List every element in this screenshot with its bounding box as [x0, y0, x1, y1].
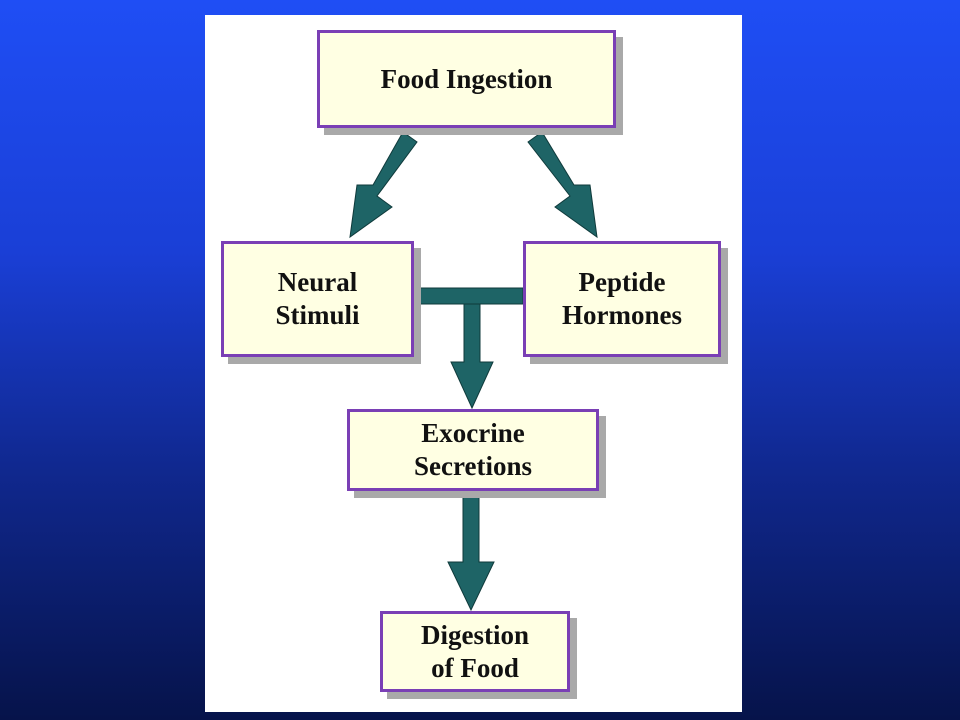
node-exocrine-secretions: Exocrine Secretions: [347, 409, 599, 491]
node-label: Peptide Hormones: [562, 267, 682, 330]
node-digestion-of-food: Digestion of Food: [380, 611, 570, 692]
arrow-junction-to-exocrine: [450, 303, 494, 410]
arrow-food-to-neural: [349, 131, 418, 239]
node-label: Digestion of Food: [421, 619, 529, 683]
node-food-ingestion: Food Ingestion: [317, 30, 616, 128]
node-neural-stimuli: Neural Stimuli: [221, 241, 414, 357]
arrow-food-to-peptide: [527, 131, 598, 239]
node-label: Neural Stimuli: [275, 267, 360, 330]
arrow-exocrine-to-digestion: [447, 490, 495, 612]
node-label: Food Ingestion: [380, 63, 553, 94]
node-peptide-hormones: Peptide Hormones: [523, 241, 721, 357]
connector-neural-peptide: [413, 287, 524, 305]
node-label: Exocrine Secretions: [414, 418, 532, 481]
